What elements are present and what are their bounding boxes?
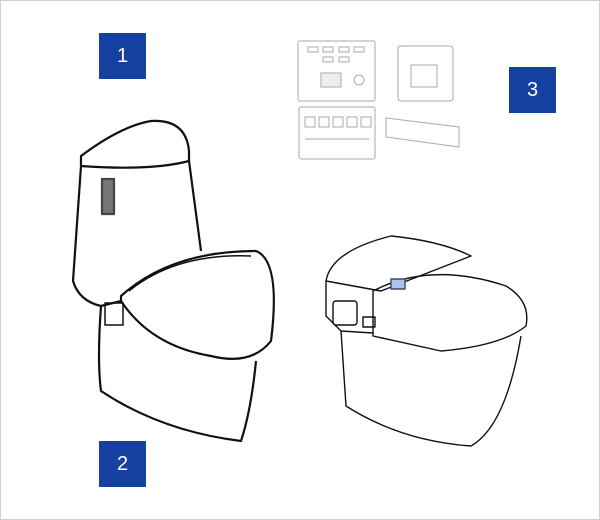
label-badge-2: 2	[99, 441, 146, 487]
tankless-toilet-illustration	[325, 235, 528, 447]
label-badge-1: 1	[99, 33, 146, 79]
toilet-illustration	[71, 119, 275, 443]
label-badge-3: 3	[509, 67, 556, 113]
remote-controls-illustration	[297, 40, 460, 160]
